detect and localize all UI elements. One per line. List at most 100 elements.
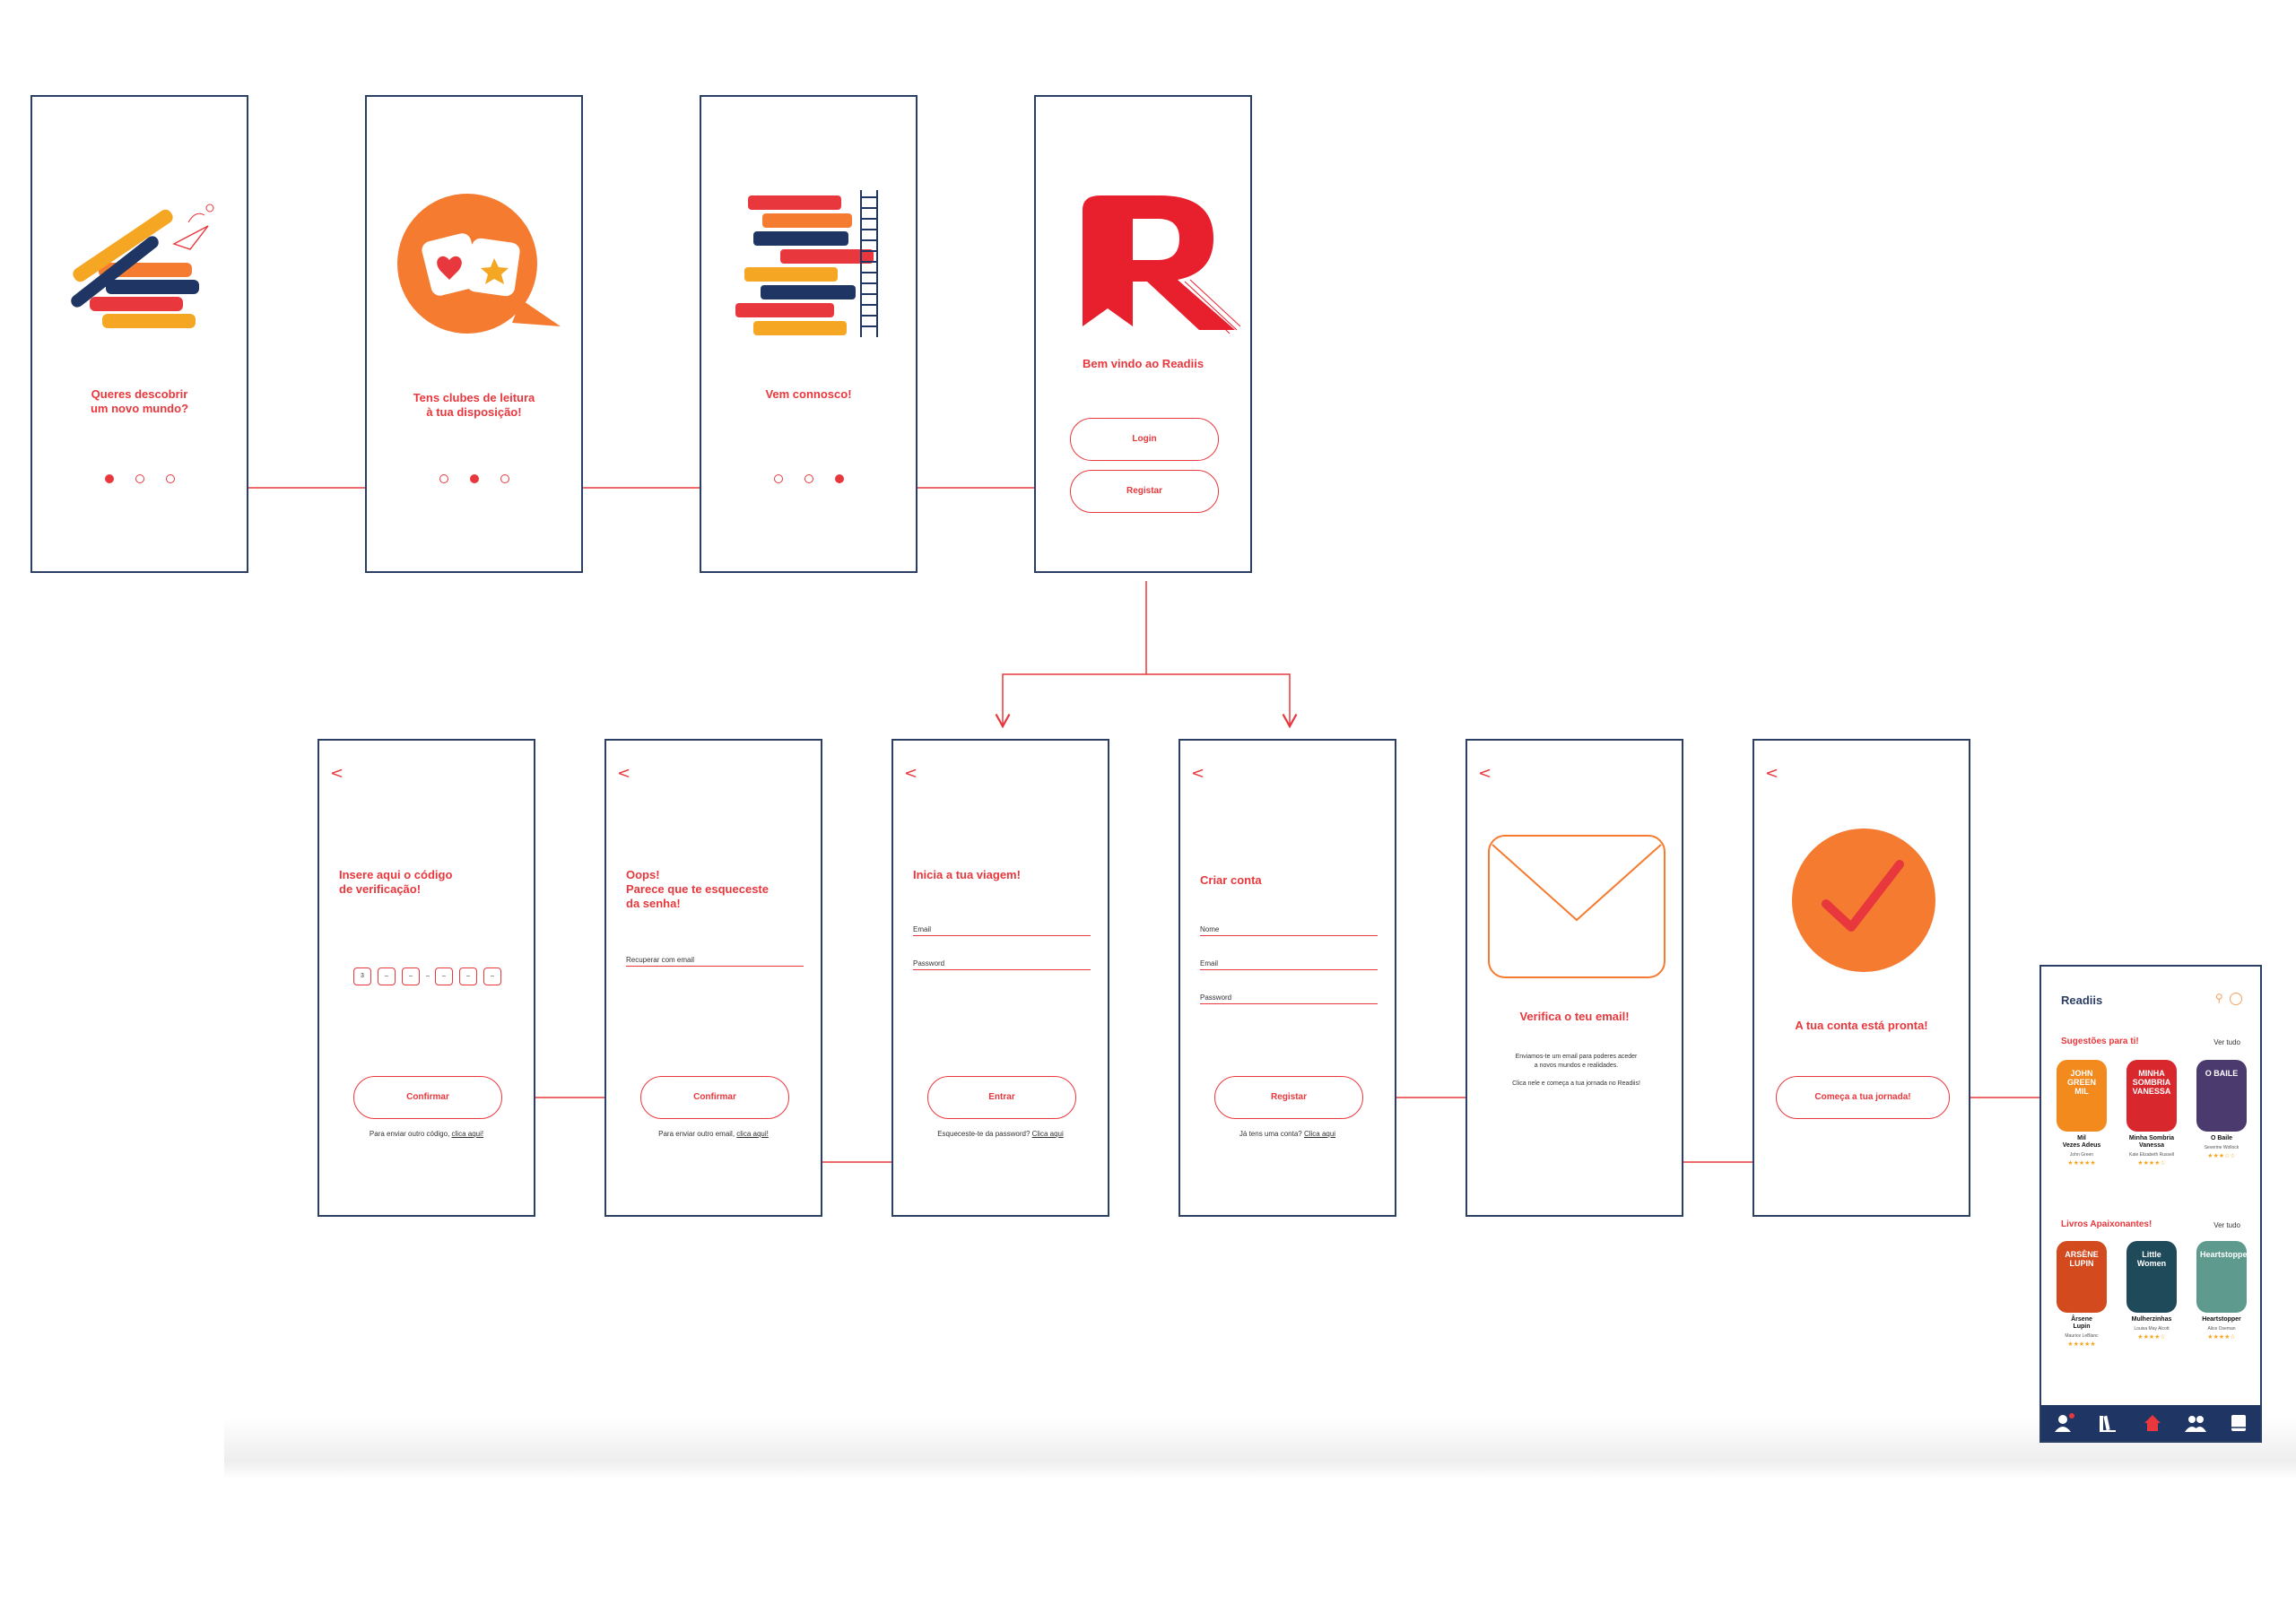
resend-email-link[interactable]: clica aqui! bbox=[736, 1130, 769, 1138]
book-title: Mulherzinhas bbox=[2131, 1316, 2172, 1323]
page-dot-1[interactable] bbox=[773, 474, 783, 483]
enter-button[interactable]: Entrar bbox=[927, 1076, 1076, 1119]
book-rating: ★★★☆☆ bbox=[2207, 1152, 2236, 1159]
page-dot-3[interactable] bbox=[500, 474, 509, 483]
home-icon[interactable] bbox=[2142, 1412, 2163, 1434]
back-icon[interactable]: < bbox=[1478, 764, 1492, 783]
have-account-note: Já tens uma conta? Clica aqui bbox=[1180, 1130, 1395, 1138]
background-shadow bbox=[224, 1417, 2296, 1480]
back-icon[interactable]: < bbox=[330, 764, 344, 783]
resend-note-text: Para enviar outro email, bbox=[658, 1130, 737, 1138]
signup-heading: Criar conta bbox=[1200, 873, 1262, 887]
books-illustration bbox=[71, 204, 214, 328]
start-journey-button[interactable]: Começa a tua jornada! bbox=[1776, 1076, 1950, 1119]
library-icon[interactable] bbox=[2097, 1412, 2118, 1434]
book-club-chat-icon bbox=[397, 194, 561, 334]
book-cover-text: ARSÈNE LUPIN bbox=[2065, 1250, 2099, 1268]
back-icon[interactable]: < bbox=[1765, 764, 1779, 783]
see-all-link[interactable]: Ver tudo bbox=[2213, 1038, 2240, 1046]
name-field[interactable]: Nome bbox=[1200, 925, 1378, 936]
onboarding-heading: Vem connosco! bbox=[765, 387, 852, 401]
arrow-welcome-branch bbox=[995, 581, 1147, 729]
forgot-password-note: Esqueceste-te da password? Clica aqui bbox=[893, 1130, 1108, 1138]
recover-email-field[interactable]: Recuperar com email bbox=[626, 956, 804, 967]
screen-verify-code: < Insere aqui o código de verificação! 3… bbox=[317, 739, 535, 1217]
register-button[interactable]: Registar bbox=[1214, 1076, 1363, 1119]
book-card[interactable]: MINHA SOMBRIA VANESSA Minha Sombria Vanes… bbox=[2124, 1060, 2179, 1167]
account-ready-heading: A tua conta está pronta! bbox=[1795, 1019, 1928, 1032]
verify-email-body-1: Enviamos-te um email para poderes aceder… bbox=[1515, 1054, 1638, 1069]
confirm-button[interactable]: Confirmar bbox=[353, 1076, 502, 1119]
page-dot-1[interactable] bbox=[104, 474, 114, 483]
book-rating: ★★★★☆ bbox=[2137, 1159, 2166, 1167]
see-all-link[interactable]: Ver tudo bbox=[2213, 1221, 2240, 1229]
onboarding-heading: Queres descobrir um novo mundo? bbox=[90, 387, 189, 415]
login-heading: Inicia a tua viagem! bbox=[913, 868, 1021, 881]
code-digit-3[interactable]: – bbox=[402, 968, 420, 985]
book-cover[interactable]: JOHN GREEN MIL bbox=[2057, 1060, 2107, 1132]
screen-onboarding-1: Queres descobrir um novo mundo? bbox=[30, 95, 248, 573]
book-title: Minha Sombria Vanessa bbox=[2128, 1135, 2175, 1149]
book-author: John Green bbox=[2069, 1152, 2094, 1158]
book-author: Maurice LeBlanc bbox=[2065, 1333, 2099, 1339]
confirm-button[interactable]: Confirmar bbox=[640, 1076, 789, 1119]
book-cover[interactable]: O BAILE bbox=[2196, 1060, 2247, 1132]
book-author: Louisa May Alcott bbox=[2134, 1326, 2170, 1332]
page-dot-3[interactable] bbox=[165, 474, 175, 483]
clubs-icon[interactable] bbox=[2185, 1412, 2206, 1434]
user-icon[interactable] bbox=[2054, 1412, 2075, 1434]
profile-icon[interactable] bbox=[2230, 992, 2242, 1005]
password-field[interactable]: Password bbox=[1200, 994, 1378, 1004]
screen-signup: < Criar conta Nome Email Password Regist… bbox=[1178, 739, 1396, 1217]
book-cover[interactable]: MINHA SOMBRIA VANESSA bbox=[2126, 1060, 2177, 1132]
code-digit-4[interactable]: – bbox=[435, 968, 453, 985]
email-field[interactable]: Email bbox=[1200, 959, 1378, 970]
page-dot-2[interactable] bbox=[469, 474, 479, 483]
back-icon[interactable]: < bbox=[904, 764, 918, 783]
code-digit-1[interactable]: 3 bbox=[353, 968, 371, 985]
page-dot-2[interactable] bbox=[135, 474, 144, 483]
book-title: O Baile bbox=[2210, 1135, 2233, 1141]
book-cover-text: JOHN GREEN MIL bbox=[2066, 1069, 2096, 1096]
check-circle-icon bbox=[1792, 829, 1935, 972]
code-digit-6[interactable]: – bbox=[483, 968, 501, 985]
screen-login: < Inicia a tua viagem! Email Password En… bbox=[891, 739, 1109, 1217]
search-icon[interactable]: ⚲ bbox=[2214, 992, 2223, 1004]
section-title-suggestions: Sugestões para ti! bbox=[2061, 1037, 2139, 1046]
verification-code-inputs: 3–––––– bbox=[353, 968, 515, 985]
verify-email-heading: Verifica o teu email! bbox=[1519, 1010, 1630, 1023]
login-button[interactable]: Login bbox=[1070, 418, 1219, 461]
register-button[interactable]: Registar bbox=[1070, 470, 1219, 513]
book-cover[interactable]: Heartstopper bbox=[2196, 1241, 2247, 1313]
header-icons: ⚲ bbox=[2215, 992, 2242, 1005]
book-cover-text: Little Women bbox=[2136, 1250, 2167, 1268]
back-icon[interactable]: < bbox=[1191, 764, 1205, 783]
stacked-books-ladder-illustration bbox=[735, 190, 878, 337]
back-icon[interactable]: < bbox=[617, 764, 631, 783]
code-digit-2[interactable]: – bbox=[378, 968, 396, 985]
password-field[interactable]: Password bbox=[913, 959, 1091, 970]
page-dot-3[interactable] bbox=[834, 474, 844, 483]
book-icon[interactable] bbox=[2228, 1412, 2249, 1434]
arrow-welcome-signup bbox=[1146, 673, 1298, 729]
resend-code-link[interactable]: clica aqui! bbox=[451, 1130, 484, 1138]
envelope-icon bbox=[1488, 835, 1665, 978]
book-cover[interactable]: ARSÈNE LUPIN bbox=[2057, 1241, 2107, 1313]
book-cover[interactable]: Little Women bbox=[2126, 1241, 2177, 1313]
page-dot-2[interactable] bbox=[804, 474, 813, 483]
book-rating: ★★★★☆ bbox=[2207, 1333, 2236, 1341]
section-title-passionate: Livros Apaixonantes! bbox=[2061, 1219, 2152, 1229]
page-dot-1[interactable] bbox=[439, 474, 448, 483]
verify-email-body-2: Clica nele e começa a tua jornada no Rea… bbox=[1512, 1080, 1640, 1087]
resend-email-note: Para enviar outro email, clica aqui! bbox=[606, 1130, 821, 1138]
login-link[interactable]: Clica aqui bbox=[1303, 1130, 1336, 1138]
forgot-password-link[interactable]: Clica aqui bbox=[1031, 1130, 1064, 1138]
code-digit-5[interactable]: – bbox=[459, 968, 477, 985]
screen-forgot-password: < Oops! Parece que te esqueceste da senh… bbox=[604, 739, 822, 1217]
email-field[interactable]: Email bbox=[913, 925, 1091, 936]
